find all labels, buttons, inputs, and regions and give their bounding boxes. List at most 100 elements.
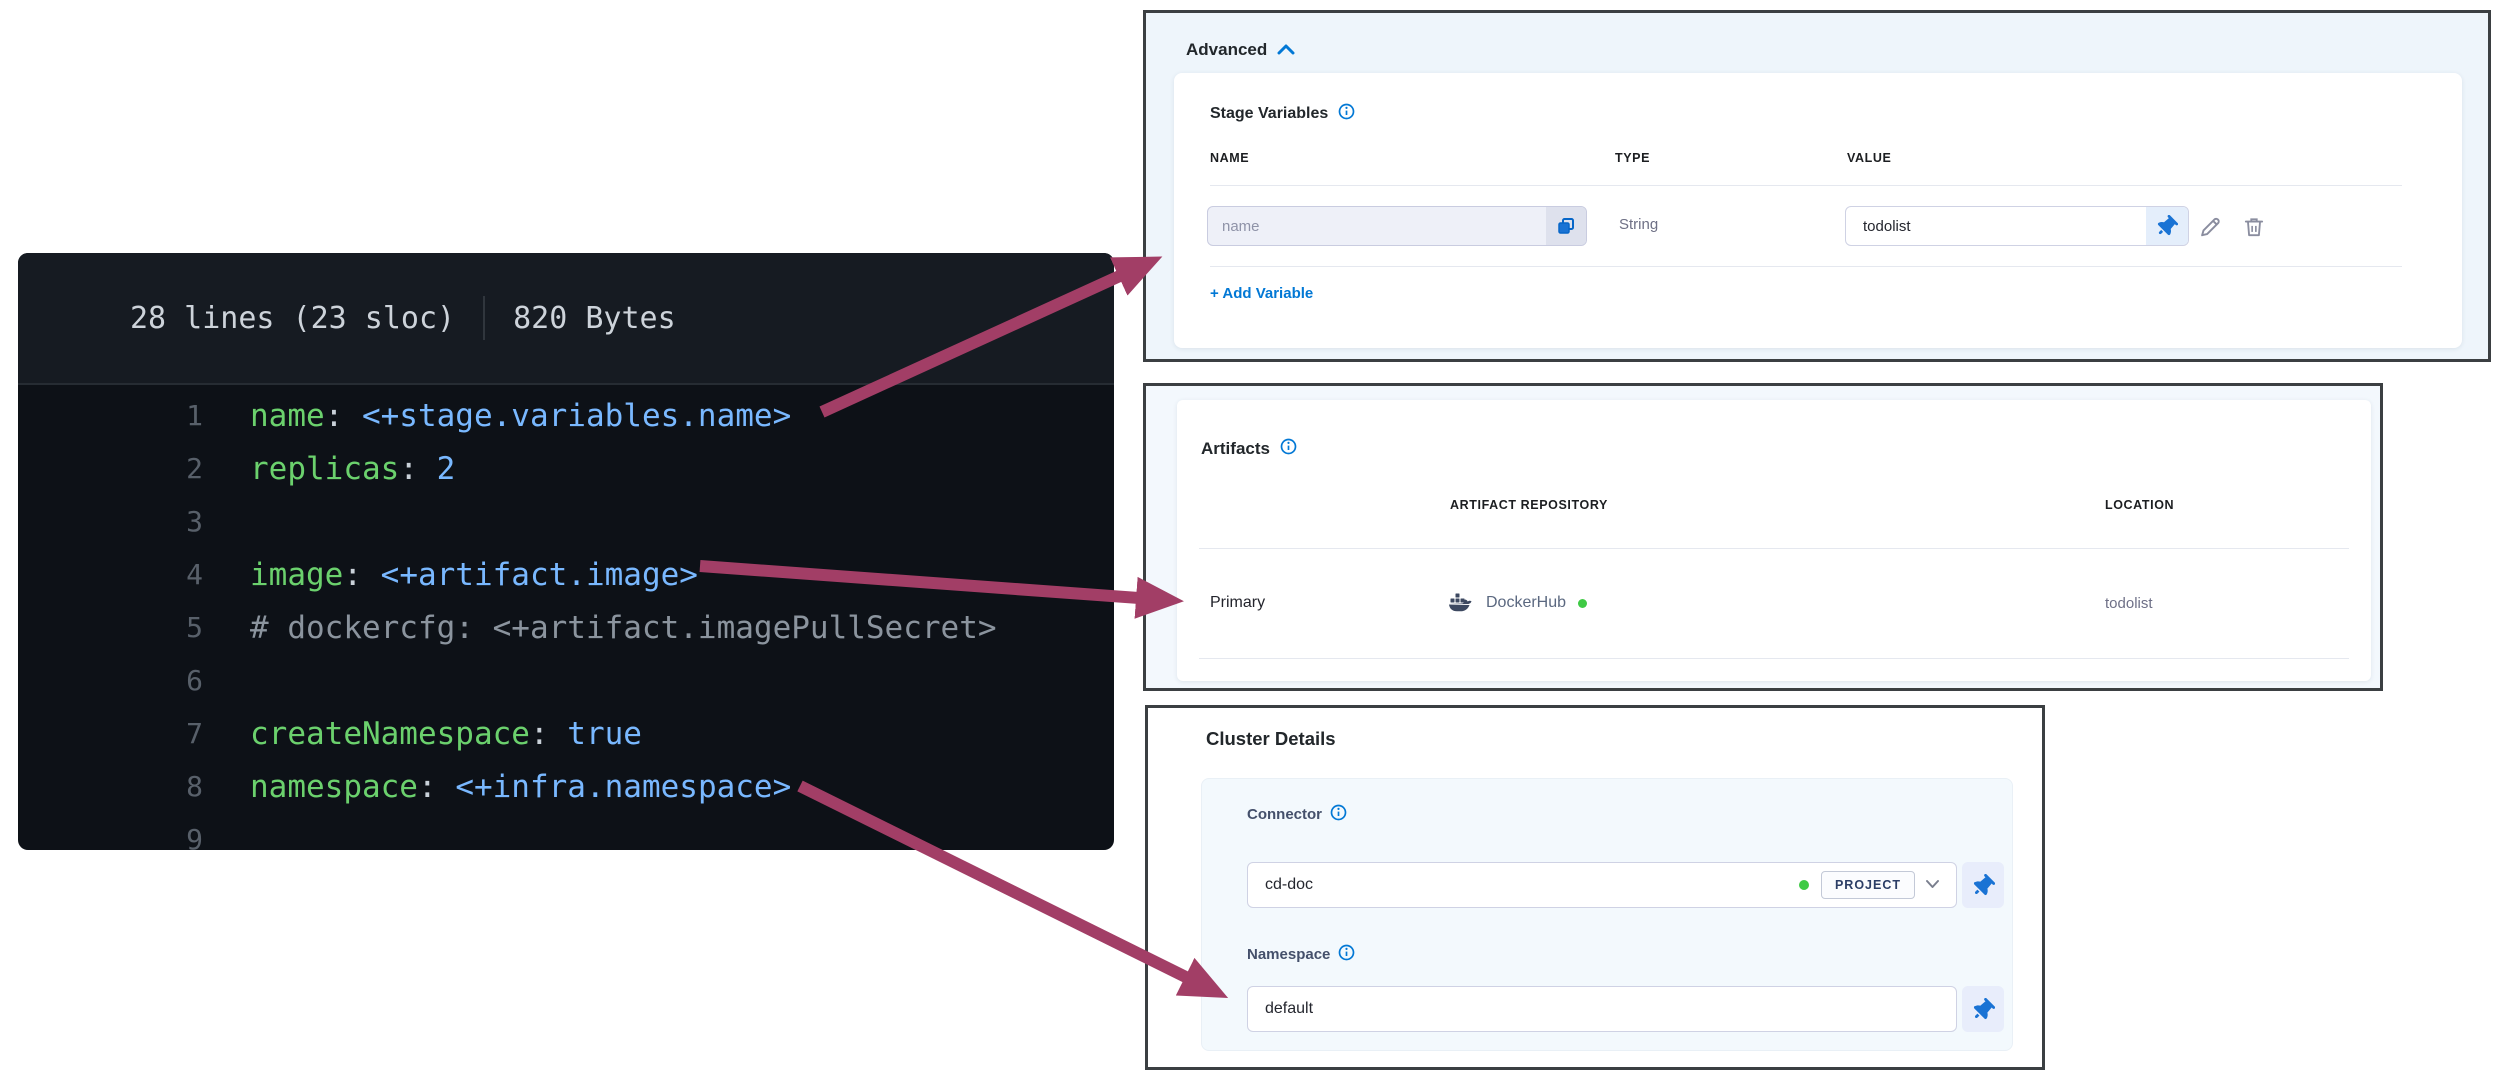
code-token-punct: : — [343, 556, 381, 593]
artifacts-panel: Artifacts ARTIFACT REPOSITORY LOCATION P… — [1143, 383, 2383, 691]
namespace-value: default — [1265, 1000, 1314, 1017]
code-line: 5 # dockercfg: <+artifact.imagePullSecret… — [18, 601, 1114, 654]
code-size-info: 820 Bytes — [513, 300, 676, 336]
code-token-punct: : — [324, 397, 362, 434]
meta-divider — [483, 296, 486, 340]
code-text: image: <+artifact.image> — [250, 557, 698, 593]
divider — [1210, 185, 2402, 186]
code-token-key: name — [250, 397, 325, 434]
connector-label-row: Connector — [1247, 804, 1347, 825]
code-line: 7 createNamespace: true — [18, 707, 1114, 760]
divider — [1210, 266, 2402, 267]
copy-icon[interactable] — [1546, 207, 1586, 245]
code-text: createNamespace: true — [250, 716, 642, 752]
artifacts-title: Artifacts — [1201, 439, 1270, 458]
artifacts-header: Artifacts — [1201, 438, 1297, 460]
info-icon[interactable] — [1330, 804, 1347, 825]
namespace-input[interactable]: default — [1247, 986, 1957, 1032]
code-token-key: replicas — [250, 450, 400, 487]
info-icon[interactable] — [1280, 438, 1297, 460]
code-text: namespace: <+infra.namespace> — [250, 769, 791, 805]
status-dot — [1798, 880, 1809, 890]
line-number: 4 — [186, 558, 203, 591]
line-number: 7 — [186, 717, 203, 750]
column-header-artifact-repository: ARTIFACT REPOSITORY — [1450, 498, 1608, 512]
code-token-comment: # dockercfg: <+artifact.imagePullSecret> — [250, 609, 997, 646]
code-token-punct: : — [399, 450, 437, 487]
trash-icon[interactable] — [2240, 213, 2268, 241]
code-token-key: image — [250, 556, 344, 593]
code-line: 3 — [18, 495, 1114, 548]
chevron-down-icon[interactable] — [1925, 876, 1940, 894]
code-line: 9 — [18, 813, 1114, 850]
variable-value-text: todolist — [1863, 217, 1911, 235]
cluster-details-panel: Cluster Details Connector cd-doc PROJECT — [1145, 705, 2045, 1070]
add-variable-button[interactable]: + Add Variable — [1210, 285, 1314, 302]
advanced-title: Advanced — [1186, 40, 1268, 59]
namespace-label-row: Namespace — [1247, 944, 1355, 965]
stage-variables-header: Stage Variables — [1210, 103, 1355, 125]
code-token-key: createNamespace — [250, 715, 530, 752]
line-number: 1 — [186, 399, 203, 432]
variable-type-value: String — [1619, 216, 1659, 233]
connector-value: cd-doc — [1265, 876, 1314, 893]
cluster-details-title: Cluster Details — [1206, 728, 1336, 749]
code-line: 4 image: <+artifact.image> — [18, 548, 1114, 601]
line-number: 2 — [186, 452, 203, 485]
code-line: 1 name: <+stage.variables.name> — [18, 389, 1114, 442]
advanced-accordion-header[interactable]: Advanced — [1186, 40, 1295, 60]
info-icon[interactable] — [1338, 103, 1355, 125]
variable-name-placeholder: name — [1222, 217, 1260, 235]
cluster-details-card: Connector cd-doc PROJECT Namespace — [1201, 778, 2013, 1051]
code-token-value: <+infra.namespace> — [455, 768, 792, 805]
connector-select[interactable]: cd-doc PROJECT — [1247, 862, 1957, 908]
docker-whale-icon — [1448, 590, 1474, 617]
divider — [1199, 548, 2349, 549]
variable-value-input[interactable]: todolist — [1845, 206, 2189, 246]
pin-icon[interactable] — [1962, 986, 2004, 1032]
stage-variables-title: Stage Variables — [1210, 105, 1329, 122]
artifacts-card: Artifacts ARTIFACT REPOSITORY LOCATION P… — [1177, 400, 2371, 681]
code-token-value: <+stage.variables.name> — [361, 397, 792, 434]
edit-icon[interactable] — [2195, 213, 2223, 241]
stage-variables-card: Stage Variables NAME TYPE VALUE name Str… — [1174, 73, 2462, 348]
line-number: 3 — [186, 505, 203, 538]
artifact-table-row[interactable]: Primary DockerHub todolist — [1177, 575, 2371, 631]
line-number: 6 — [186, 664, 203, 697]
artifact-label: Primary — [1210, 594, 1266, 611]
code-token-value: <+artifact.image> — [380, 556, 698, 593]
pin-icon[interactable] — [1962, 862, 2004, 908]
scope-badge[interactable]: PROJECT — [1820, 871, 1915, 899]
code-token-punct: : — [417, 768, 456, 805]
info-icon[interactable] — [1338, 944, 1355, 965]
code-line: 8 namespace: <+infra.namespace> — [18, 760, 1114, 813]
column-header-value: VALUE — [1847, 151, 1892, 165]
pin-icon[interactable] — [2146, 207, 2188, 245]
code-viewer: 28 lines (23 sloc) 820 Bytes 1 name: <+st… — [18, 253, 1114, 850]
line-number: 5 — [186, 611, 203, 644]
code-text: # dockercfg: <+artifact.imagePullSecret> — [250, 610, 997, 646]
column-header-name: NAME — [1210, 151, 1250, 165]
code-line: 6 — [18, 654, 1114, 707]
code-token-value: true — [567, 715, 642, 752]
code-token-value: 2 — [436, 450, 456, 487]
column-header-location: LOCATION — [2105, 498, 2175, 512]
status-dot — [1578, 598, 1588, 608]
chevron-up-icon[interactable] — [1277, 40, 1295, 60]
code-text: replicas: 2 — [250, 451, 455, 487]
artifact-repository-name: DockerHub — [1486, 594, 1567, 611]
advanced-panel: Advanced Stage Variables NAME TYPE VALUE… — [1143, 10, 2491, 362]
code-lines-info: 28 lines (23 sloc) — [130, 300, 456, 336]
column-header-type: TYPE — [1615, 151, 1651, 165]
code-token-key: namespace — [250, 768, 418, 805]
line-number: 8 — [186, 770, 203, 803]
variable-name-input[interactable]: name — [1207, 206, 1587, 246]
divider — [1199, 658, 2349, 659]
code-token-punct: : — [529, 715, 568, 752]
code-file-meta-bar: 28 lines (23 sloc) 820 Bytes — [18, 253, 1114, 385]
connector-label: Connector — [1247, 806, 1322, 823]
line-number: 9 — [186, 823, 203, 850]
